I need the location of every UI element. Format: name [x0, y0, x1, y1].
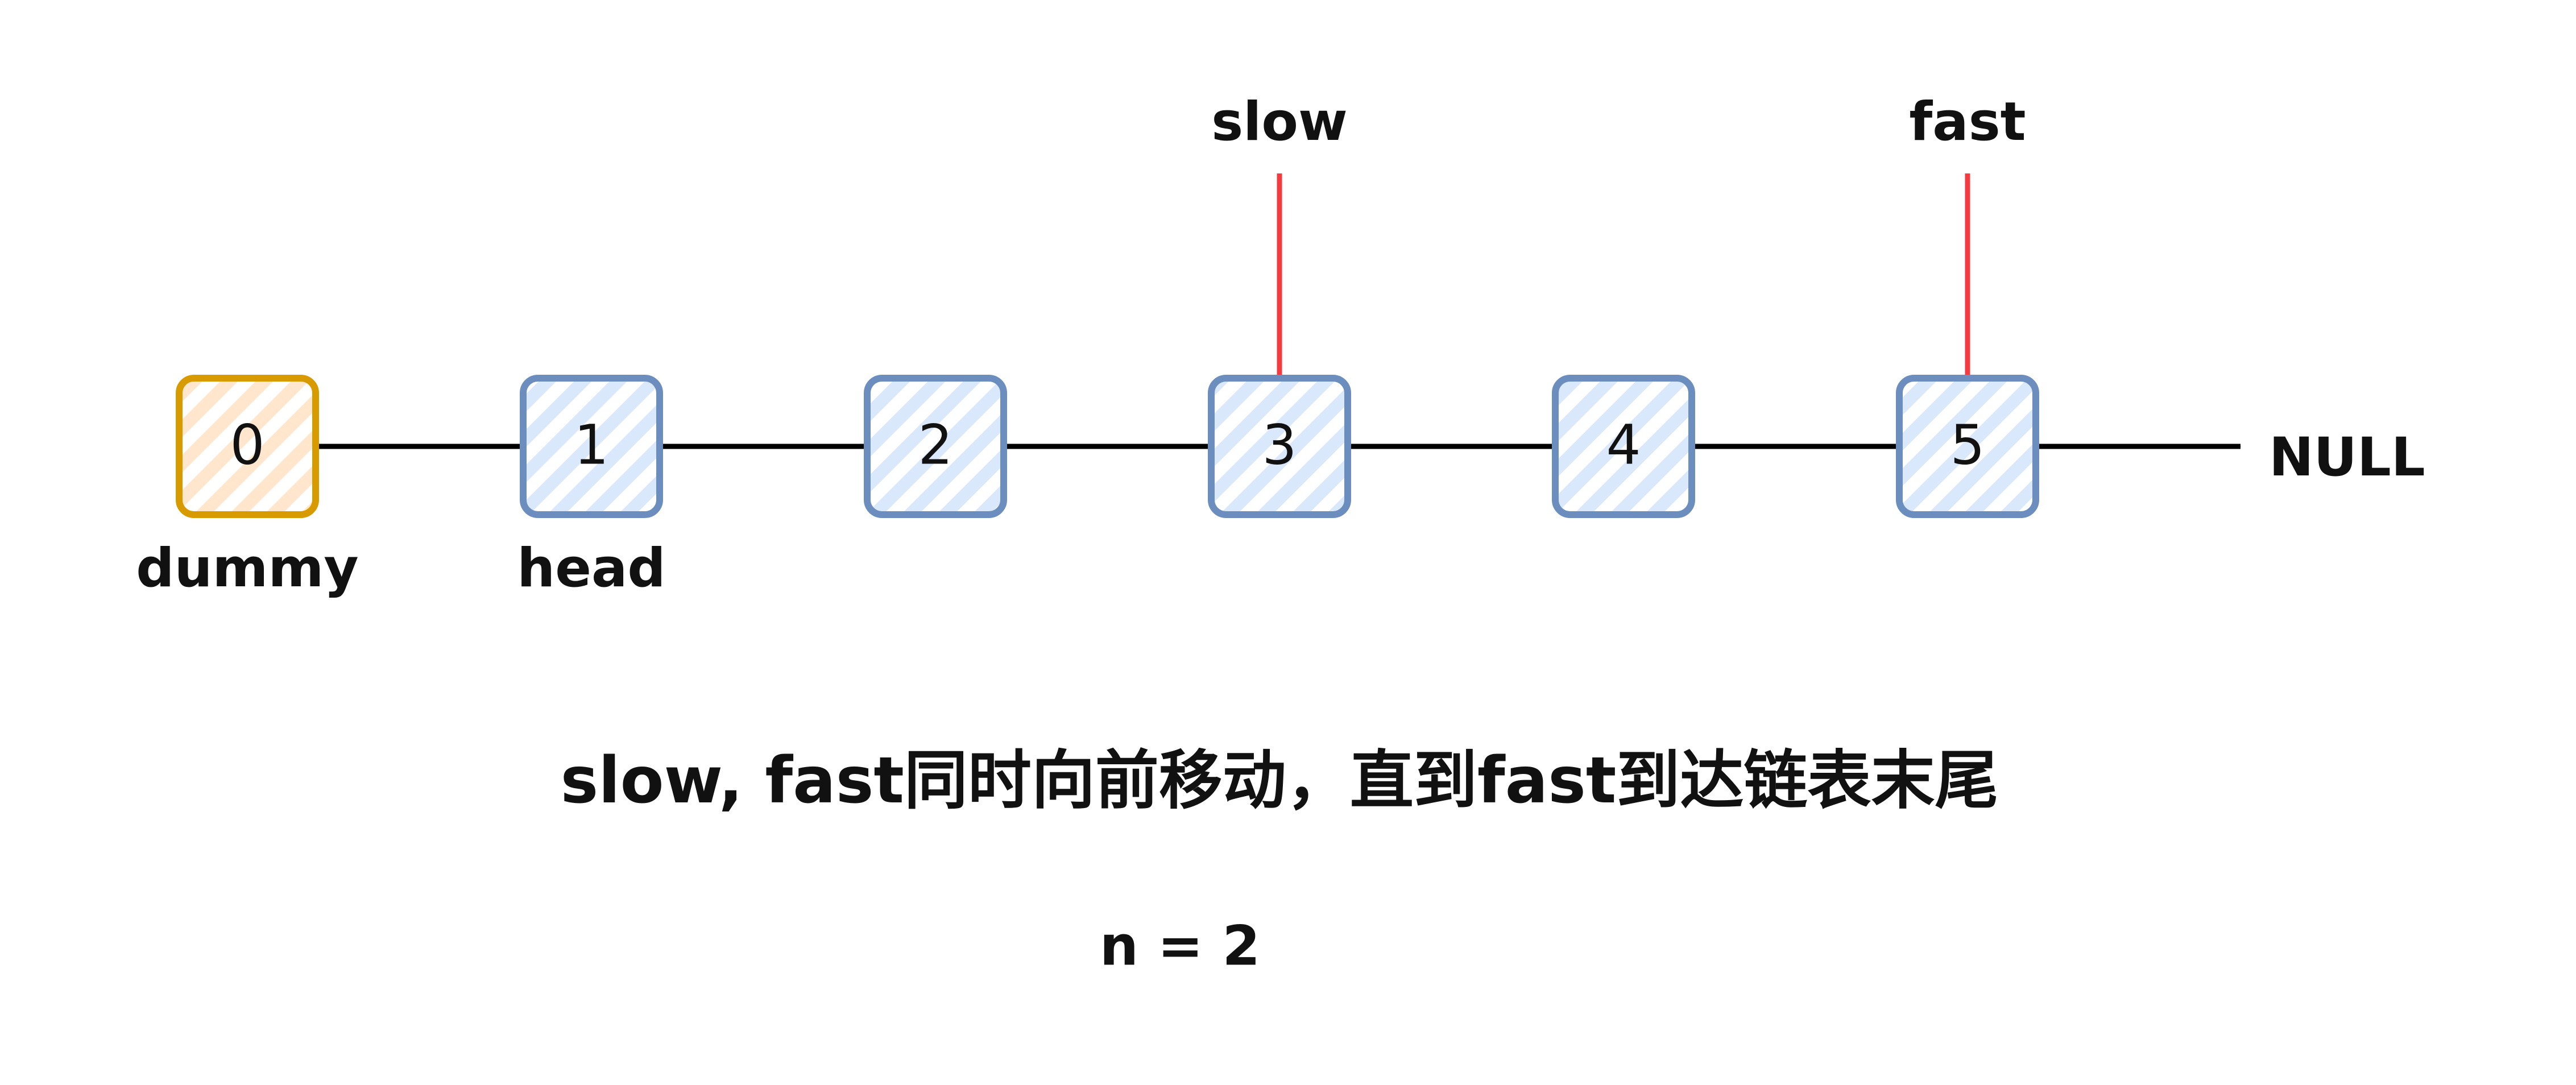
pointer-slow: slow — [1211, 91, 1348, 376]
list-node-4: 4 — [1552, 375, 1695, 518]
list-node-1: 1 head — [517, 375, 666, 599]
node-box — [520, 375, 663, 518]
pointers-layer: slow fast — [1211, 91, 2026, 376]
node-value: 4 — [1606, 413, 1641, 477]
node-box — [864, 375, 1007, 518]
node-value: 5 — [1950, 413, 1985, 477]
node-box — [1896, 375, 2039, 518]
pointer-fast: fast — [1909, 91, 2026, 376]
list-node-0: 0 dummy — [136, 375, 359, 599]
node-value: 3 — [1262, 413, 1297, 477]
dummy-node-box — [176, 375, 319, 518]
list-node-3: 3 — [1208, 375, 1351, 518]
caption: slow, fast同时向前移动，直到fast到达链表末尾 — [561, 744, 1999, 818]
node-value: 1 — [574, 413, 608, 477]
node-value: 2 — [918, 413, 952, 477]
list-node-5: 5 — [1896, 375, 2039, 518]
node-label-head: head — [517, 537, 665, 599]
node-box — [1552, 375, 1695, 518]
nodes-layer: 0 dummy 1 head 2 3 4 5 — [136, 375, 2039, 599]
list-node-2: 2 — [864, 375, 1007, 518]
null-label: NULL — [2269, 426, 2425, 488]
node-label-dummy: dummy — [136, 537, 358, 599]
n-value-label: n = 2 — [1100, 914, 1260, 978]
node-value: 0 — [230, 413, 264, 477]
pointer-label-fast: fast — [1909, 91, 2026, 153]
node-box — [1208, 375, 1351, 518]
pointer-label-slow: slow — [1211, 91, 1348, 153]
